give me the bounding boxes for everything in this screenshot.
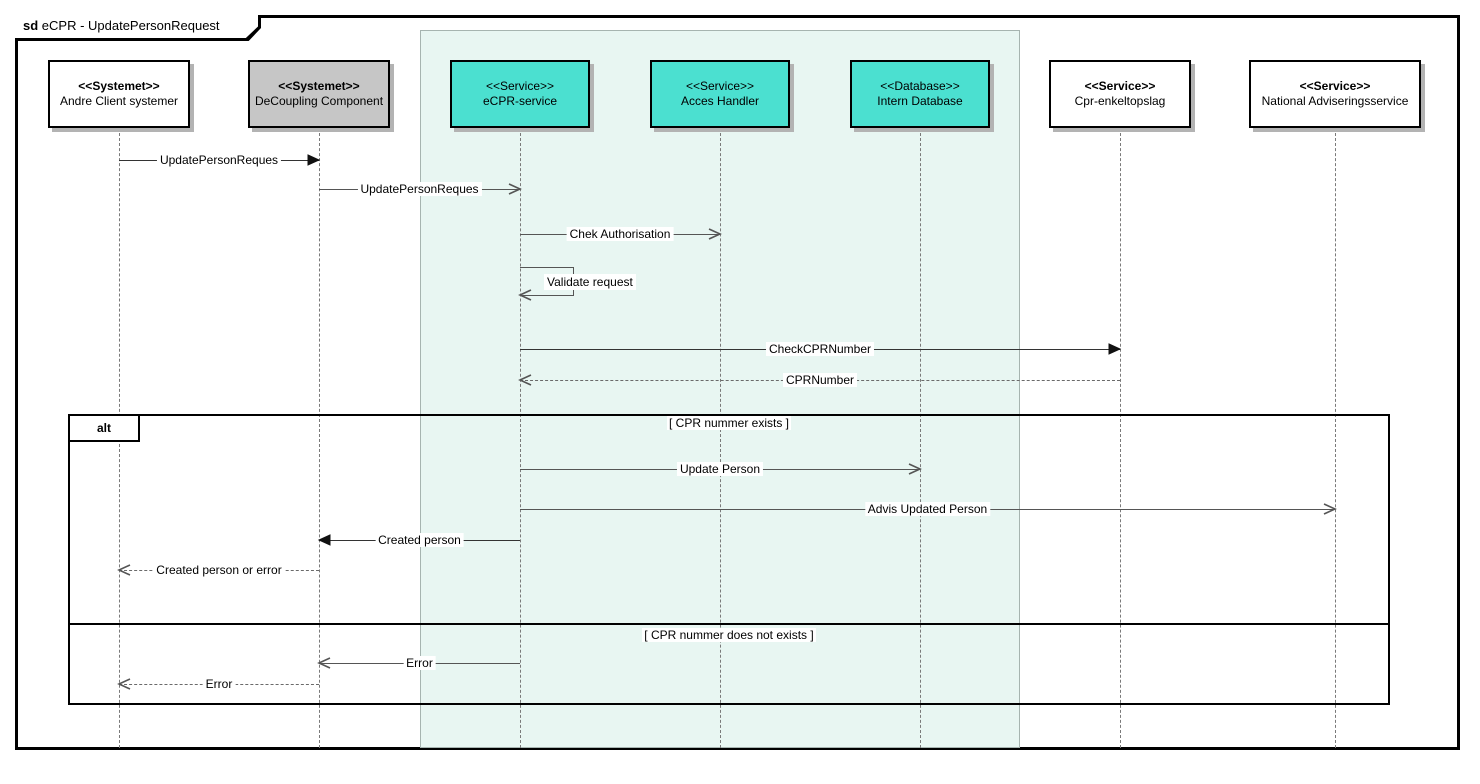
alt-guard-condition: [ CPR nummer does not exists ] [642, 628, 816, 642]
message-label: Error [202, 677, 236, 691]
participant-name: Acces Handler [680, 94, 760, 108]
alt-fragment-frame: alt [68, 414, 1390, 705]
arrowhead-open [1323, 503, 1337, 515]
message-label: Created person or error [153, 563, 285, 577]
participant-name: DeCoupling Component [254, 94, 384, 108]
message-label: CPRNumber [782, 373, 858, 387]
message-label: Update Person [676, 462, 764, 476]
self-message-validate-request: Validate request [518, 267, 636, 301]
alt-guard-condition: [ CPR nummer exists ] [666, 416, 792, 430]
lifeline-cpr-enkeltopslag [1120, 128, 1121, 748]
participant-andre-client-systemer: <<Systemet>>Andre Client systemer [48, 60, 190, 128]
arrowhead-open [708, 228, 722, 240]
participant-stereotype: <<Systemet>> [78, 79, 160, 93]
participant-name: Cpr-enkeltopslag [1074, 94, 1166, 108]
arrowhead-open [317, 657, 331, 669]
arrowhead-filled [307, 154, 321, 166]
arrowhead-open [908, 463, 922, 475]
participant-stereotype: <<Service>> [1299, 79, 1371, 93]
message-label: Created person [375, 533, 464, 547]
participant-stereotype: <<Service>> [485, 79, 555, 93]
lifeline-intern-database [920, 128, 921, 748]
participant-decoupling-component: <<Systemet>>DeCoupling Component [248, 60, 390, 128]
participant-stereotype: <<Service>> [685, 79, 755, 93]
arrowhead-filled [317, 534, 331, 546]
message-label: Chek Authorisation [566, 227, 674, 241]
participant-name: Andre Client systemer [59, 94, 179, 108]
participant-ecpr-service: <<Service>>eCPR-service [450, 60, 590, 128]
frame-title-tab: sd eCPR - UpdatePersonRequest [15, 15, 261, 41]
frame-title-text: eCPR - UpdatePersonRequest [38, 18, 220, 33]
participant-name: National Adviseringsservice [1261, 94, 1409, 108]
alt-operator-label: alt [68, 414, 140, 442]
message-label: Validate request [544, 273, 636, 290]
arrowhead-open [117, 678, 131, 690]
frame-title-keyword: sd [23, 18, 39, 33]
arrowhead-filled [1108, 343, 1122, 355]
message-label: CheckCPRNumber [765, 342, 875, 356]
participant-cpr-enkeltopslag: <<Service>>Cpr-enkeltopslag [1049, 60, 1191, 128]
message-label: Error [403, 656, 436, 670]
frame-title: sd eCPR - UpdatePersonRequest [23, 18, 220, 33]
participant-national-adviseringsservice: <<Service>>National Adviseringsservice [1249, 60, 1421, 128]
participant-intern-database: <<Database>>Intern Database [850, 60, 990, 128]
arrowhead-open [518, 374, 532, 386]
arrowhead-open [117, 564, 131, 576]
participant-name: eCPR-service [482, 94, 557, 108]
message-label: UpdatePersonReques [357, 182, 482, 196]
participant-stereotype: <<Systemet>> [278, 79, 360, 93]
message-label: UpdatePersonReques [156, 153, 282, 167]
lifeline-national-adviseringsservice [1335, 128, 1336, 748]
participant-stereotype: <<Database>> [880, 79, 960, 93]
diagram-frame [15, 15, 1460, 750]
lifeline-acces-handler [720, 128, 721, 748]
participant-stereotype: <<Service>> [1084, 79, 1156, 93]
message-label: Advis Updated Person [864, 502, 991, 516]
participant-acces-handler: <<Service>>Acces Handler [650, 60, 790, 128]
alt-separator [70, 623, 1388, 625]
arrowhead-open [508, 183, 522, 195]
participant-name: Intern Database [877, 94, 963, 108]
lifeline-decoupling-component [319, 128, 320, 748]
lifeline-ecpr-service [520, 128, 521, 748]
